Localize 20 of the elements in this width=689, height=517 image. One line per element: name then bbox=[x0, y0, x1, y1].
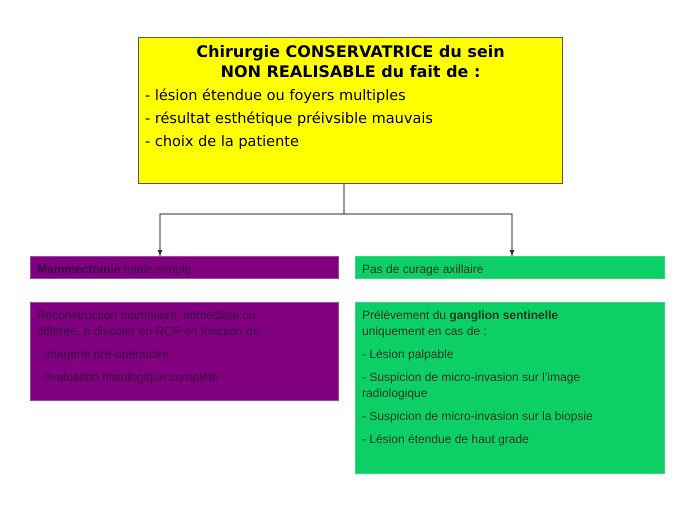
treatment-box bbox=[355, 256, 665, 279]
bullet-item: - Lésion étendue de haut grade bbox=[362, 431, 530, 447]
box-heading: Chirurgie CONSERVATRICE du sein NON REALISABLE du fait de : bbox=[195, 42, 506, 82]
bullet-item: - évaluation histologique complète bbox=[37, 369, 220, 385]
bullet-item: - lésion étendue ou foyers multiples bbox=[145, 88, 407, 104]
condition-box bbox=[138, 37, 563, 184]
box-text: Pas de curage axillaire bbox=[362, 261, 484, 277]
bullet-item: - Suspicion de micro-invasion sur l’image radiologique bbox=[362, 369, 582, 401]
bullet-item: - choix de la patiente bbox=[145, 134, 300, 150]
box-text: Reconstruction mammaire, immédiate ou différée, à discuter en RCP en fonction de : bbox=[37, 307, 268, 339]
treatment-box bbox=[30, 302, 339, 401]
box-text: Prélèvement du ganglion sentinelle uniquement en cas de : bbox=[362, 307, 560, 339]
bullet-item: - imagerie pré-opératoire bbox=[37, 346, 170, 362]
bullet-item: - Suspicion de micro-invasion sur la biopsie bbox=[362, 408, 594, 424]
box-text: Mammectomie totale simple bbox=[37, 261, 192, 277]
bullet-item: - résultat esthétique préivsible mauvais bbox=[145, 111, 434, 127]
treatment-box bbox=[355, 302, 665, 474]
connector-arrow bbox=[344, 184, 514, 256]
bullet-item: - Lésion palpable bbox=[362, 346, 454, 362]
treatment-box bbox=[30, 256, 339, 279]
